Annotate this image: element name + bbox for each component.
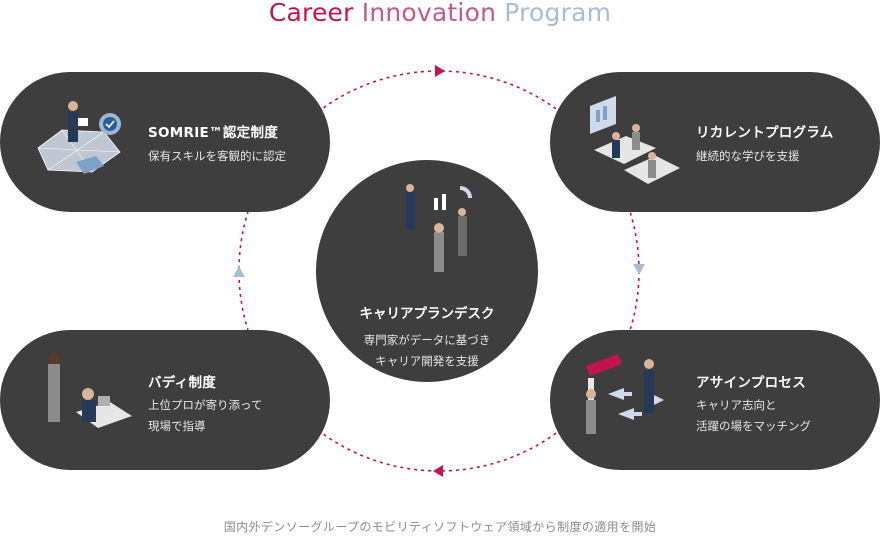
pill-somrie: SOMRIE™認定制度 保有スキルを客観的に認定 [0, 72, 330, 212]
item-desc: 上位プロが寄り添って 現場で指導 [148, 395, 262, 437]
item-name: リカレントプログラム [696, 125, 834, 141]
program-title: Career Innovation Program [0, 0, 880, 26]
center-desc-line1: 専門家がデータに基づき [363, 333, 491, 347]
arrow-left-icon [233, 266, 245, 277]
title-part-career: Career [268, 0, 362, 27]
certification-badge-icon [37, 101, 121, 174]
item-desc-line2: 現場で指導 [148, 419, 206, 433]
footer-note: 国内外デンソーグループのモビリティソフトウェア領域から制度の適用を開始 [223, 520, 657, 534]
item-desc-line1: 上位プロが寄り添って [148, 398, 263, 412]
pill-buddy: バディ制度 上位プロが寄り添って 現場で指導 [0, 330, 330, 470]
arrow-bottom-icon [433, 465, 443, 477]
title-part-innovation: Innovation [361, 0, 505, 27]
item-desc-line2: 活躍の場をマッチング [696, 419, 811, 433]
item-desc-line1: キャリア志向と [696, 398, 777, 412]
classroom-icon [590, 96, 680, 184]
item-name: アサインプロセス [696, 375, 806, 391]
center-desc-line2: キャリア開発を支援 [375, 354, 479, 368]
title-part-program: Program [504, 0, 612, 27]
item-name: バディ制度 [148, 375, 217, 391]
mentoring-icon [48, 352, 132, 428]
consultation-icon [406, 184, 472, 272]
item-name: SOMRIE™認定制度 [148, 125, 279, 141]
item-desc: キャリア志向と 活躍の場をマッチング [696, 395, 811, 437]
center-career-plan-desk: キャリアプランデスク 専門家がデータに基づき キャリア開発を支援 [316, 160, 538, 382]
matching-icon [586, 354, 664, 434]
item-desc: 継続的な学びを支援 [696, 149, 800, 163]
arrow-right-icon [633, 264, 645, 275]
item-desc: 保有スキルを客観的に認定 [148, 149, 286, 163]
pill-assign: アサインプロセス キャリア志向と 活躍の場をマッチング [550, 330, 880, 470]
arrow-top-icon [435, 65, 445, 77]
center-desc: 専門家がデータに基づき キャリア開発を支援 [316, 330, 538, 372]
pill-recurrent: リカレントプログラム 継続的な学びを支援 [550, 72, 880, 212]
center-name: キャリアプランデスク [359, 306, 495, 322]
